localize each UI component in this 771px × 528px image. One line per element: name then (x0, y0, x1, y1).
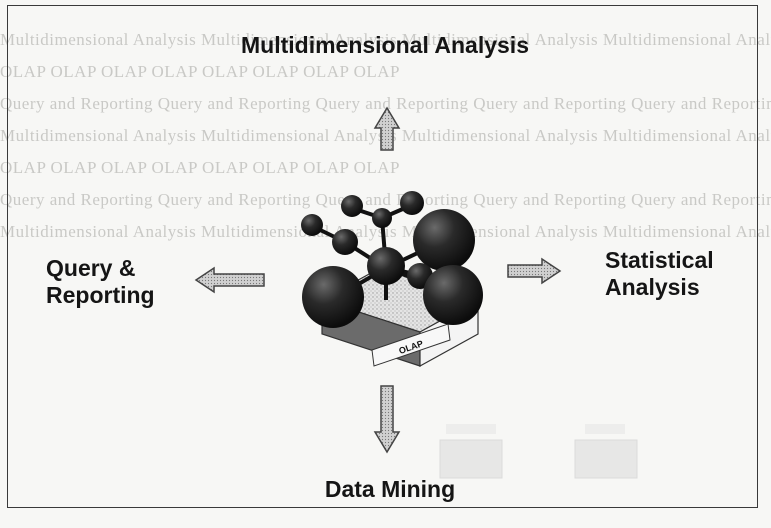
label-multidimensional-analysis: Multidimensional Analysis (241, 32, 529, 58)
bleed-through-line-1: Multidimensional Analysis Multidimension… (0, 30, 771, 49)
sphere (400, 191, 424, 215)
arrow-right-icon (507, 257, 562, 285)
bleed-through-line-7: Multidimensional Analysis Multidimension… (0, 222, 771, 241)
sphere (341, 195, 363, 217)
sphere (301, 214, 323, 236)
label-query-reporting: Query & Reporting (46, 255, 155, 308)
label-data-mining: Data Mining (324, 476, 456, 502)
faint-remnant-box-1 (439, 424, 638, 479)
sphere (423, 265, 483, 325)
bleed-through-line-2: OLAP OLAP OLAP OLAP OLAP OLAP OLAP OLAP (0, 62, 400, 81)
sphere (332, 229, 358, 255)
arrow-up-icon (373, 106, 401, 151)
sphere (413, 209, 475, 271)
label-statistical-analysis: Statistical Analysis (605, 247, 714, 300)
arrow-down-icon (373, 385, 401, 454)
sphere (367, 247, 405, 285)
bleed-through-line-5: OLAP OLAP OLAP OLAP OLAP OLAP OLAP OLAP (0, 158, 400, 177)
sphere (302, 266, 364, 328)
diagram-frame (7, 5, 758, 508)
arrow-left-icon (194, 266, 265, 294)
bleed-through-line-3: Query and Reporting Query and Reporting … (0, 94, 771, 113)
bleed-through-line-6: Query and Reporting Query and Reporting … (0, 190, 771, 209)
sphere (372, 208, 392, 228)
molecule-spheres (301, 191, 483, 328)
